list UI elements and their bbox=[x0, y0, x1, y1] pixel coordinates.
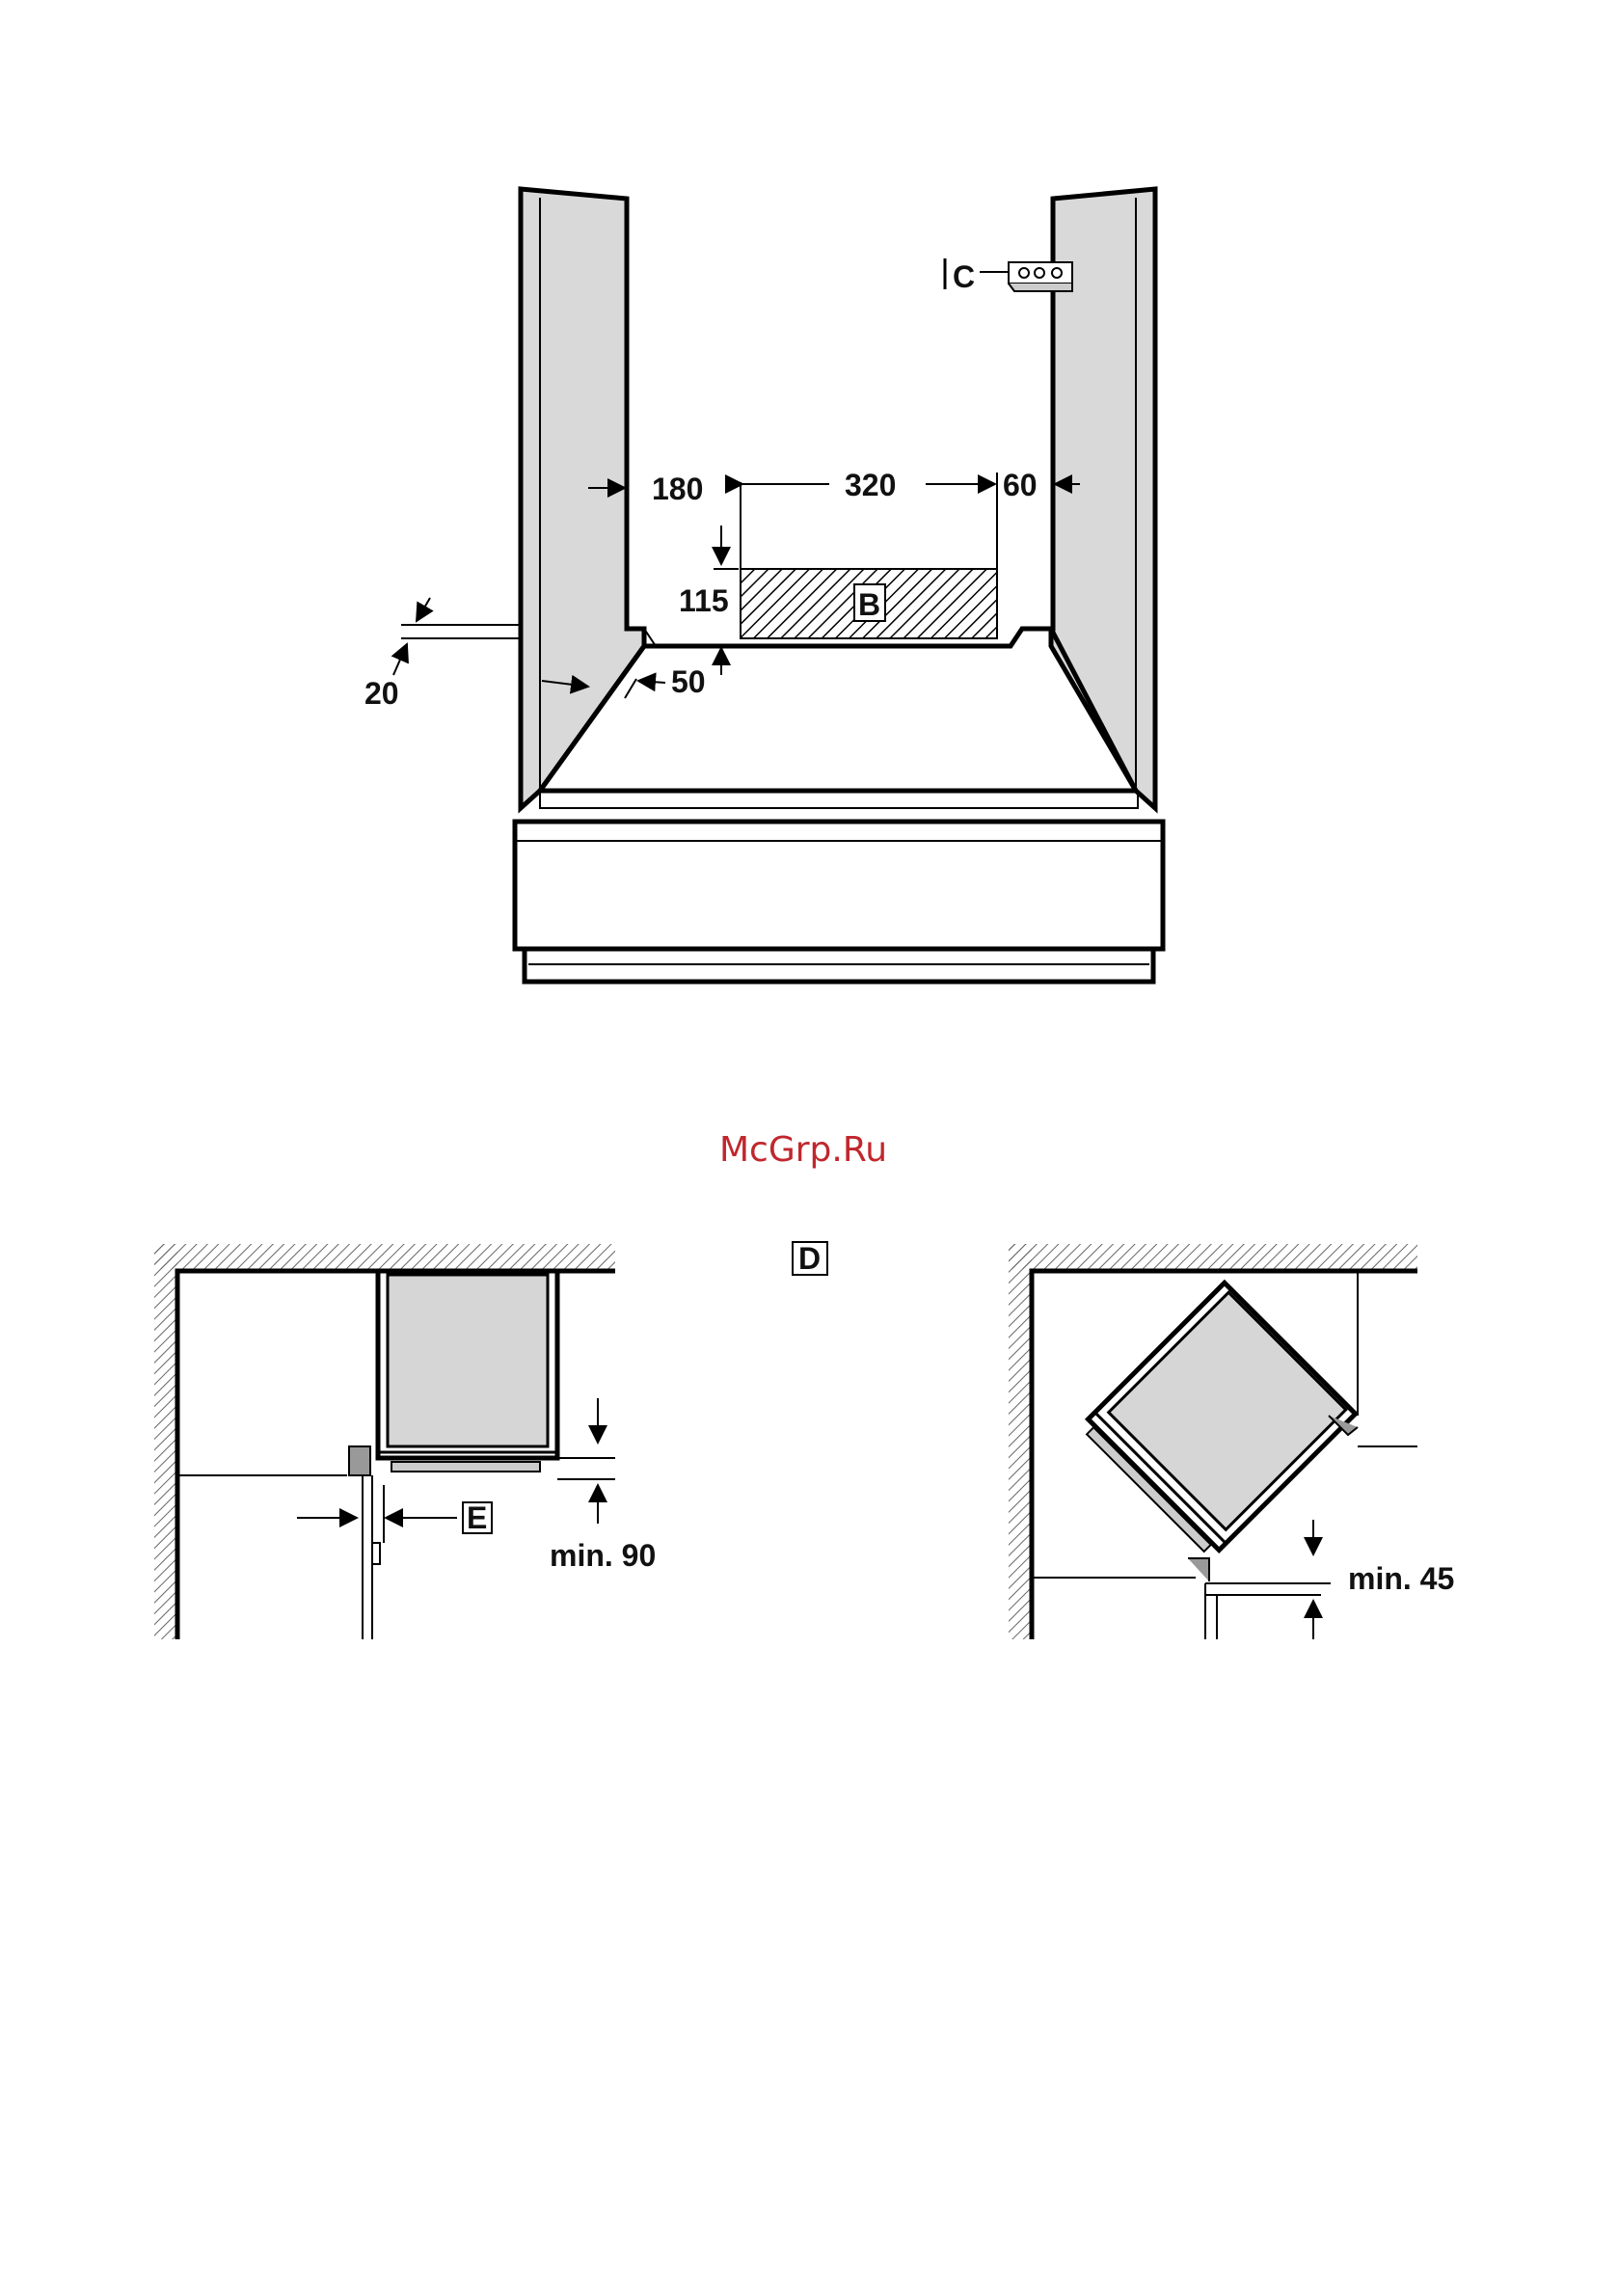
appliance-box bbox=[388, 1275, 548, 1446]
label-b: B bbox=[858, 587, 880, 622]
left-min-label: min. 90 bbox=[550, 1538, 656, 1573]
label-d: D bbox=[798, 1241, 821, 1276]
dim-20: 20 bbox=[364, 676, 399, 711]
right-min-label: min. 45 bbox=[1348, 1561, 1454, 1596]
dim-180: 180 bbox=[652, 472, 703, 506]
dim-60: 60 bbox=[1003, 468, 1038, 502]
watermark: McGrp.Ru bbox=[719, 1130, 887, 1170]
rotated-appliance-box bbox=[1109, 1292, 1346, 1529]
corner-diagram-left: E min. 90 bbox=[154, 1244, 656, 1639]
dim-115: 115 bbox=[679, 583, 729, 618]
corner-diagram-right: min. 45 bbox=[1009, 1244, 1454, 1639]
niche-diagram: B 320 180 60 115 50 20 C bbox=[364, 189, 1163, 982]
mounting-bracket-c: C bbox=[945, 258, 1072, 294]
dim-50: 50 bbox=[671, 664, 706, 699]
label-c: C bbox=[953, 259, 975, 294]
label-e: E bbox=[467, 1500, 487, 1535]
dim-320: 320 bbox=[845, 468, 896, 502]
